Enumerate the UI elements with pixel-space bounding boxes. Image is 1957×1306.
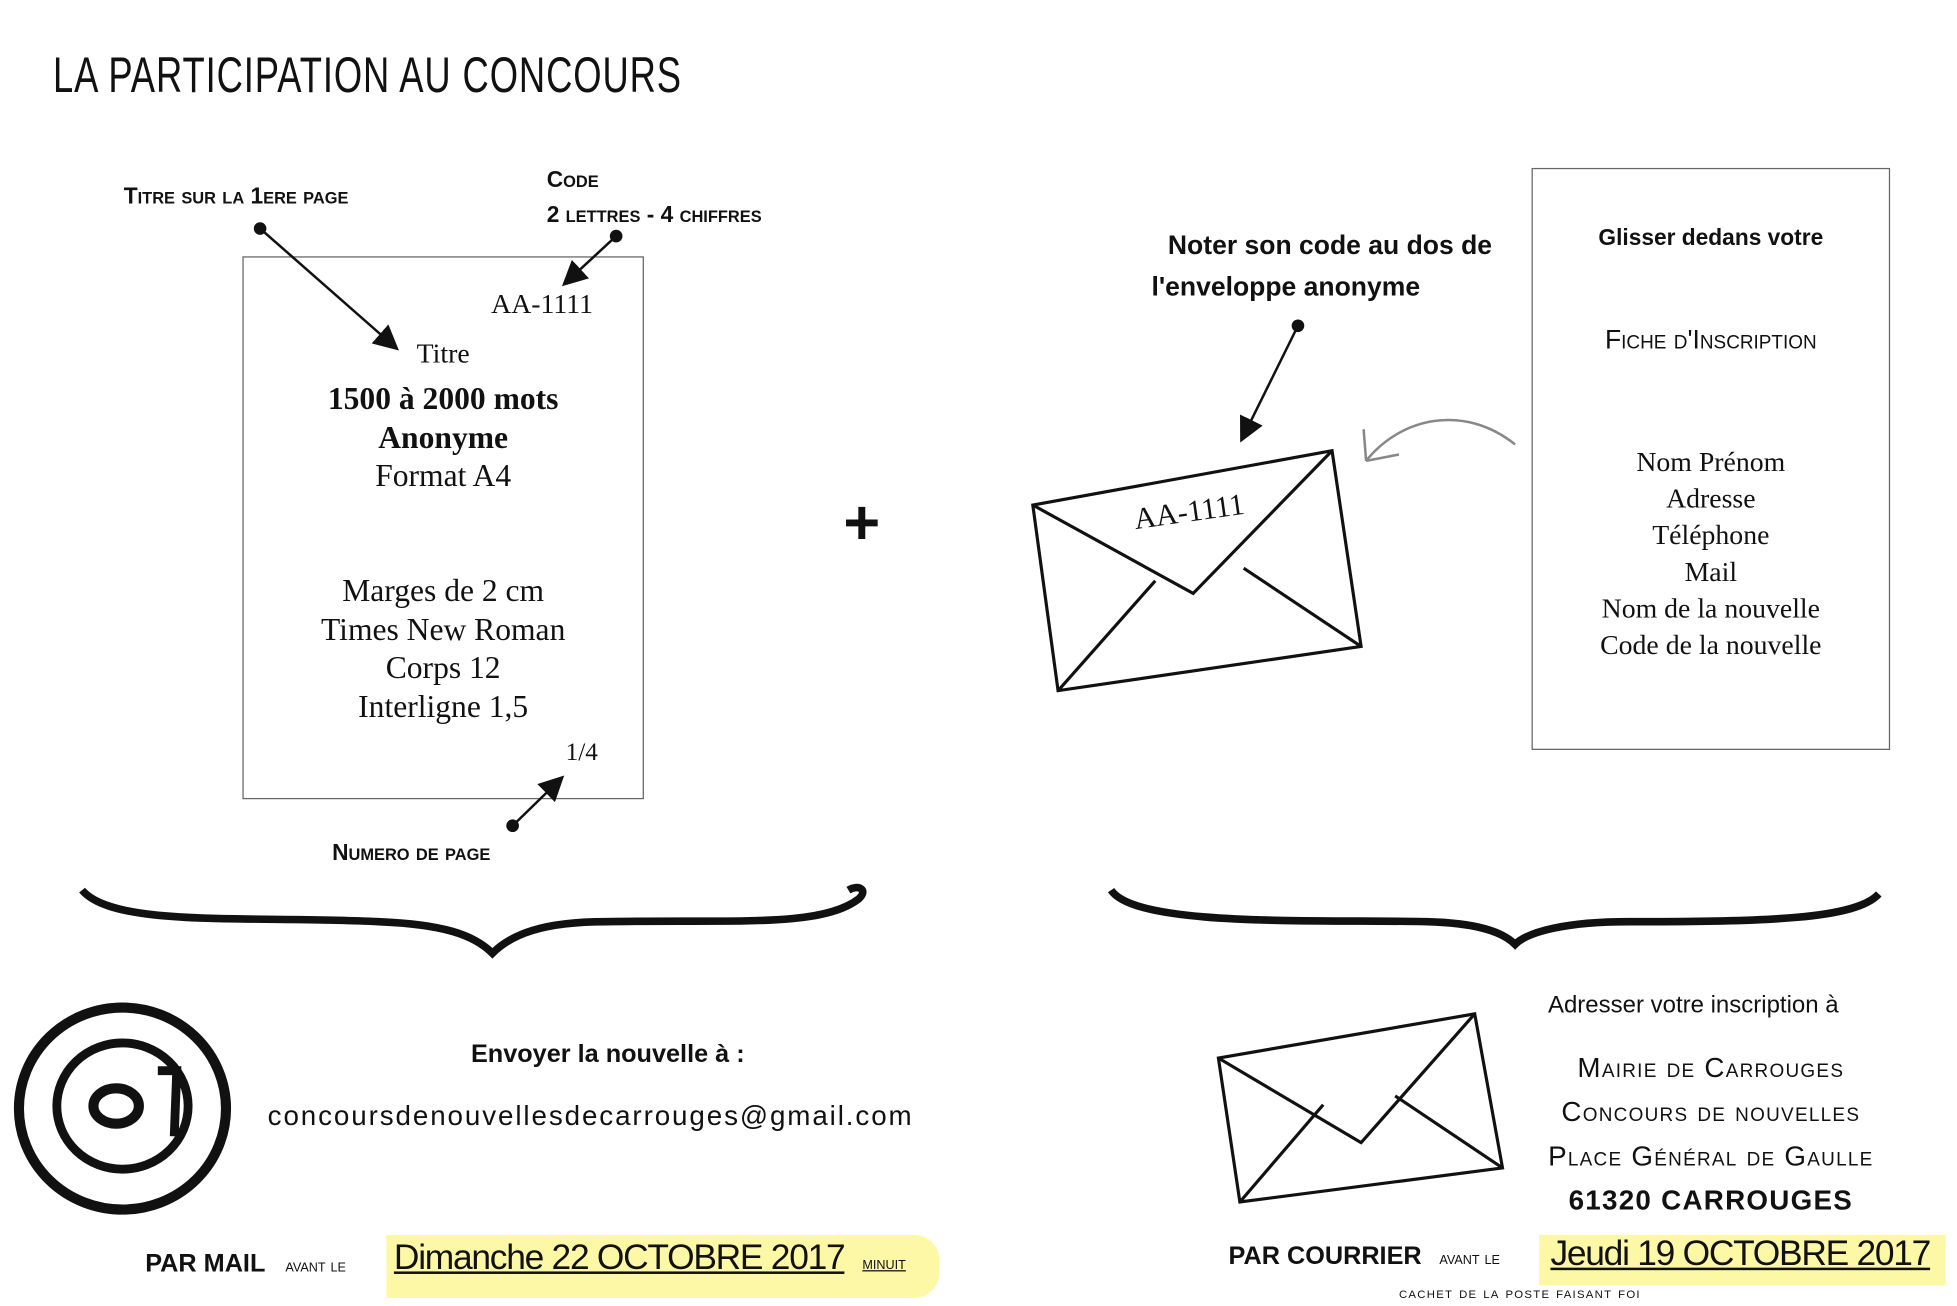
send-to-label: Envoyer la nouvelle à : bbox=[470, 1040, 745, 1069]
by-mail-label: PAR MAIL bbox=[145, 1249, 266, 1278]
form-field: Mail bbox=[1684, 555, 1738, 588]
form-field: Code de la nouvelle bbox=[1600, 628, 1822, 661]
manuscript-size: Corps 12 bbox=[385, 651, 501, 686]
manuscript-margins: Marges de 2 cm bbox=[342, 574, 545, 609]
envelope-icon bbox=[1031, 448, 1363, 693]
manuscript-code: AA-1111 bbox=[491, 287, 593, 320]
page-title: LA PARTICIPATION AU CONCOURS bbox=[53, 47, 682, 104]
plus-sign: + bbox=[843, 487, 881, 559]
manuscript-titre: Titre bbox=[416, 337, 470, 369]
form-field: Téléphone bbox=[1652, 518, 1770, 551]
form-heading: Fiche d'Inscription bbox=[1604, 325, 1817, 355]
form-intro: Glisser dedans votre bbox=[1598, 224, 1824, 250]
brace-icon bbox=[79, 883, 1882, 959]
label-title-first-page: Titre sur la 1ere page bbox=[123, 183, 349, 209]
label-code-format: 2 lettres - 4 chiffres bbox=[546, 202, 762, 228]
mail-deadline-time: minuit bbox=[862, 1252, 906, 1273]
address-line: Mairie de Carrouges bbox=[1577, 1051, 1845, 1084]
address-line: 61320 CARROUGES bbox=[1568, 1184, 1854, 1216]
manuscript-spacing: Interligne 1,5 bbox=[358, 690, 529, 725]
manuscript-words: 1500 à 2000 mots bbox=[327, 382, 559, 417]
at-sign-icon bbox=[13, 1002, 232, 1215]
email-address[interactable]: concoursdenouvellesdecarrouges@gmail.com bbox=[267, 1099, 914, 1132]
postal-address: Mairie de Carrouges Concours de nouvelle… bbox=[1515, 1045, 1906, 1222]
before-label-post: avant le bbox=[1439, 1247, 1500, 1268]
form-field: Adresse bbox=[1666, 482, 1756, 514]
manuscript-page bbox=[242, 256, 644, 800]
label-page-number: Numero de page bbox=[332, 839, 491, 865]
form-fields: Nom Prénom Adresse Téléphone Mail Nom de… bbox=[1532, 443, 1891, 663]
before-label: avant le bbox=[285, 1255, 346, 1276]
form-field: Nom de la nouvelle bbox=[1601, 592, 1820, 624]
address-line: Concours de nouvelles bbox=[1561, 1095, 1861, 1128]
post-deadline: Jeudi 19 OCTOBRE 2017 bbox=[1550, 1233, 1931, 1273]
registration-form-card bbox=[1531, 167, 1891, 750]
manuscript-anonymous: Anonyme bbox=[378, 421, 509, 456]
curved-arrow-icon bbox=[1365, 418, 1516, 462]
by-post-label: PAR COURRIER bbox=[1228, 1242, 1422, 1271]
mail-deadline-highlight bbox=[386, 1234, 940, 1298]
address-to-label: Adresser votre inscription à bbox=[1547, 992, 1839, 1019]
form-field: Nom Prénom bbox=[1636, 445, 1786, 478]
mail-deadline: Dimanche 22 OCTOBRE 2017 bbox=[393, 1237, 846, 1277]
manuscript-font: Times New Roman bbox=[320, 613, 566, 648]
label-envelope-line2: l'enveloppe anonyme bbox=[1151, 272, 1421, 302]
label-envelope-line1: Noter son code au dos de bbox=[1167, 231, 1493, 261]
label-code: Code bbox=[546, 166, 599, 192]
manuscript-format: Format A4 bbox=[375, 459, 512, 494]
postmark-note: cachet de la poste faisant foi bbox=[1398, 1282, 1641, 1302]
arrow-icon bbox=[253, 222, 1305, 833]
manuscript-page-number: 1/4 bbox=[565, 738, 598, 767]
address-line: Place Général de Gaulle bbox=[1548, 1140, 1874, 1172]
post-deadline-highlight bbox=[1539, 1234, 1946, 1286]
envelope-icon-small bbox=[1216, 1012, 1505, 1204]
